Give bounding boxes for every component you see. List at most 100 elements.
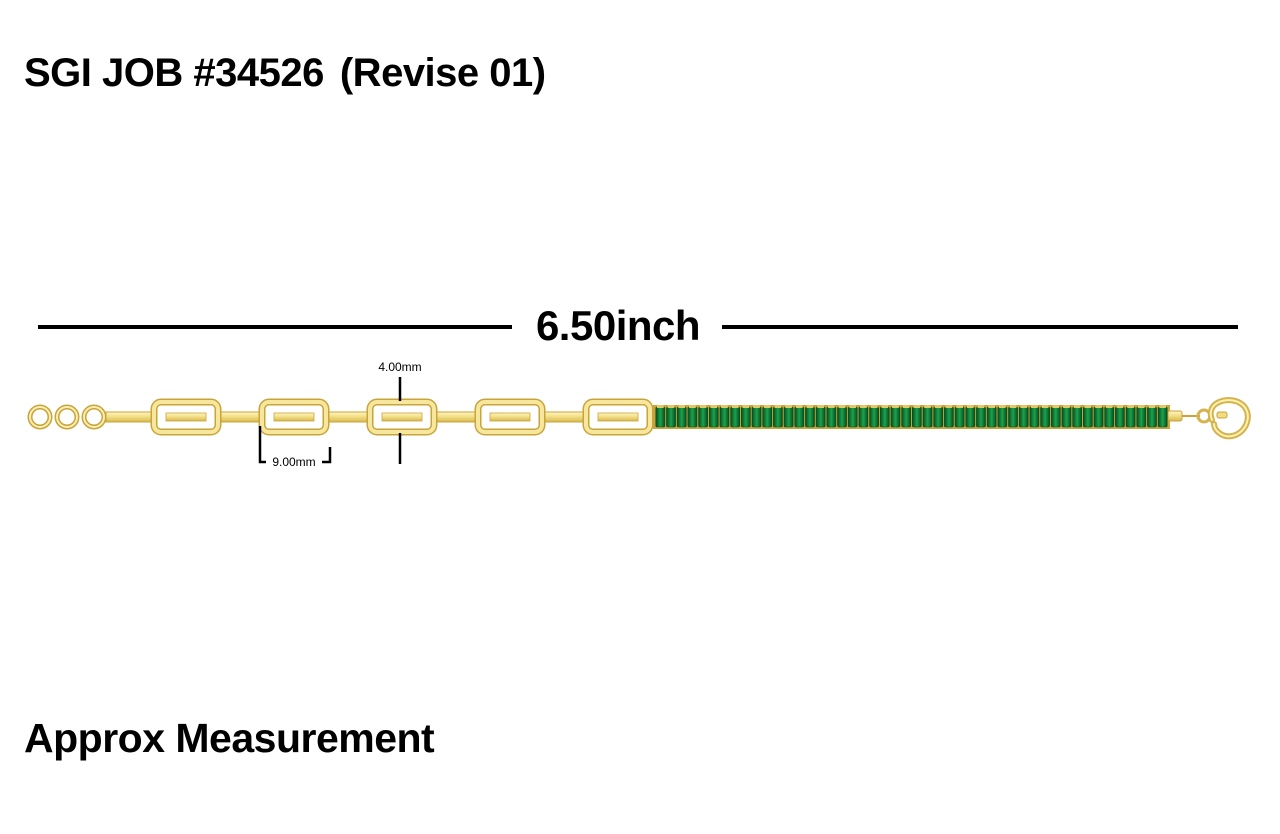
chain-bar: [539, 411, 589, 423]
stone-prong: [892, 405, 899, 408]
stone-prong: [1020, 405, 1028, 408]
page-title: SGI JOB #34526 (Revise 01): [24, 48, 546, 98]
stone-prong: [710, 405, 718, 408]
emerald-baguette: [1072, 406, 1083, 428]
stone-prong: [1084, 405, 1092, 408]
paperclip-link-bar: [165, 412, 207, 422]
stone-prong: [838, 405, 846, 408]
chain-bar: [105, 411, 157, 423]
emerald-baguette: [1136, 406, 1147, 428]
emerald-baguette: [976, 406, 986, 428]
approx-measurement-note: Approx Measurement: [24, 715, 435, 761]
stone-prong: [753, 405, 760, 408]
link-length-label: 9.00mm: [272, 455, 315, 469]
paperclip-link-highlight: [368, 400, 436, 434]
stone-prong: [1137, 405, 1145, 408]
emerald-baguette: [911, 406, 922, 428]
emerald-baguette: [1018, 406, 1029, 428]
emerald-baguette: [954, 406, 965, 428]
emerald-baguette: [815, 406, 826, 428]
paperclip-link-highlight: [584, 400, 652, 434]
stone-prong: [977, 405, 985, 408]
total-length-label: 6.50inch: [535, 302, 701, 349]
stone-prong: [774, 405, 782, 408]
stone-prong: [902, 405, 910, 408]
stone-prong: [742, 405, 750, 408]
stone-prong: [934, 405, 942, 408]
stone-prong: [1063, 405, 1070, 408]
stone-prong: [828, 405, 835, 408]
stone-prong: [795, 405, 803, 408]
extension-ring-highlight: [29, 406, 51, 428]
emerald-baguette: [666, 406, 676, 428]
emerald-baguette: [1093, 406, 1104, 428]
link-width-label: 4.00mm: [378, 360, 421, 374]
stone-prong: [966, 405, 974, 408]
emerald-baguette: [837, 406, 847, 428]
chain-bar: [215, 411, 265, 423]
emerald-baguette: [1008, 406, 1018, 428]
stone-prong: [1095, 405, 1102, 408]
stone-prong: [657, 405, 664, 408]
chain-bar: [431, 411, 481, 423]
emerald-baguette: [858, 406, 869, 428]
stone-prong: [860, 405, 867, 408]
job-number: SGI JOB #34526: [24, 51, 324, 95]
stone-prong: [785, 405, 792, 408]
extension-ring-highlight: [83, 406, 105, 428]
link-length-dimension: 9.00mm: [258, 426, 332, 469]
paperclip-link-bar: [381, 412, 423, 422]
emerald-baguette: [794, 406, 805, 428]
stone-prong: [870, 405, 878, 408]
emerald-baguette: [762, 406, 773, 428]
emerald-baguette: [1157, 406, 1168, 428]
emerald-baguette: [676, 406, 687, 428]
link-width-dimension: 4.00mm: [378, 360, 422, 464]
stone-prong: [1116, 405, 1124, 408]
paperclip-links: [150, 398, 654, 436]
stone-prong: [945, 405, 953, 408]
emerald-baguette: [698, 406, 708, 428]
emerald-baguette: [1061, 406, 1072, 428]
stone-prong: [1073, 405, 1081, 408]
paperclip-link-highlight: [152, 400, 220, 434]
stone-prong: [721, 405, 728, 408]
revision-label: (Revise 01): [339, 51, 546, 95]
stone-prong: [667, 405, 675, 408]
emerald-baguette: [901, 406, 911, 428]
emerald-baguette: [1050, 406, 1061, 428]
stone-prong: [763, 405, 771, 408]
emerald-baguette: [933, 406, 944, 428]
emerald-baguette: [869, 406, 879, 428]
emerald-baguette: [687, 406, 698, 428]
stone-prong: [699, 405, 707, 408]
stone-prong: [1159, 405, 1166, 408]
emerald-baguette: [719, 406, 730, 428]
emerald-baguette: [847, 406, 858, 428]
stone-prong: [1031, 405, 1038, 408]
emerald-baguette: [922, 406, 933, 428]
emerald-baguette: [890, 406, 901, 428]
emerald-baguette: [1125, 406, 1136, 428]
emerald-baguette: [1029, 406, 1040, 428]
paperclip-link-highlight: [260, 400, 328, 434]
emerald-baguette: [879, 406, 890, 428]
stone-prong: [849, 405, 857, 408]
emerald-baguette: [751, 406, 762, 428]
paperclip-link-bar: [273, 412, 315, 422]
extension-rings: [27, 404, 107, 430]
stone-prong: [913, 405, 921, 408]
paperclip-link-bar: [597, 412, 639, 422]
emerald-baguette: [944, 406, 954, 428]
emerald-baguette: [1104, 406, 1115, 428]
emerald-baguette-row: [653, 405, 1170, 429]
chain-bar: [323, 411, 373, 423]
stone-prong: [817, 405, 824, 408]
stone-prong: [1127, 405, 1134, 408]
lobster-clasp-icon: [1167, 397, 1251, 440]
emerald-baguette: [1147, 406, 1157, 428]
emerald-baguette: [1040, 406, 1050, 428]
emerald-baguette: [783, 406, 794, 428]
emerald-baguette: [965, 406, 976, 428]
